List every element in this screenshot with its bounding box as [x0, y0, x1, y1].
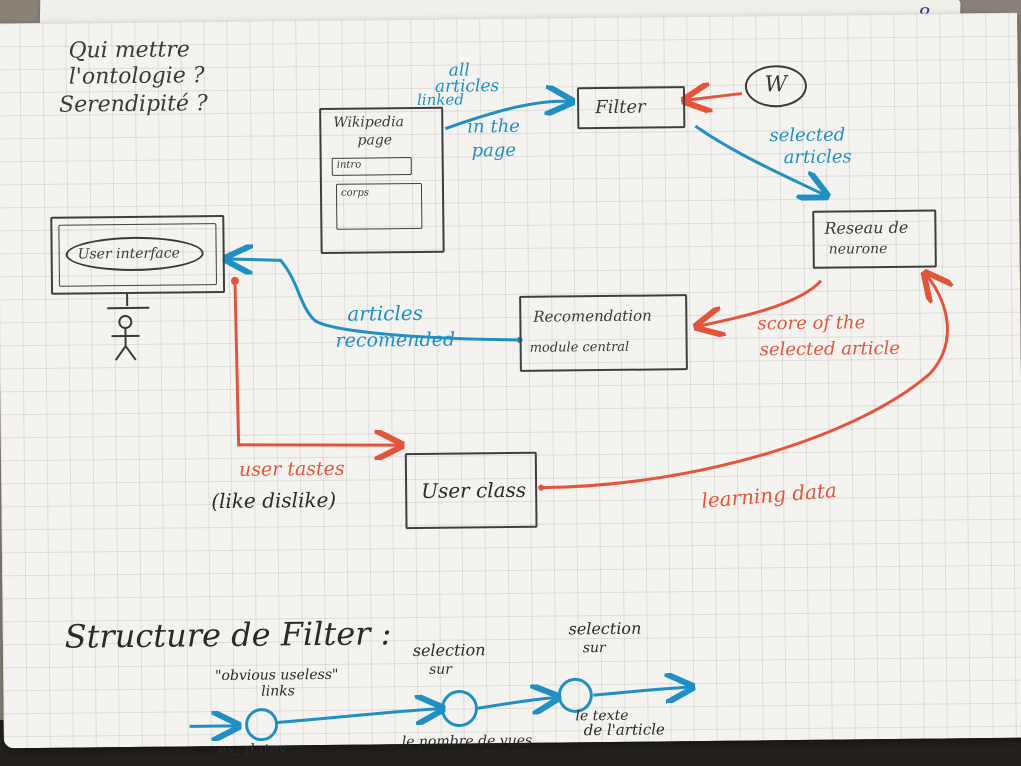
recommendation-module-box: Recomendation module central	[519, 294, 688, 372]
label-score-2: selected article	[759, 337, 901, 361]
wiki-corps-label: corps	[340, 187, 370, 199]
label-like-dislike: (like dislike)	[211, 487, 337, 514]
arrow-reseau-to-recommendation	[699, 279, 823, 326]
label-ex-dates: ex: dates	[217, 740, 287, 760]
wiki-title-2: page	[357, 132, 393, 149]
label-sur-2: sur	[582, 640, 606, 657]
label-page: page	[471, 139, 517, 162]
pipeline-node-1	[245, 708, 279, 742]
wikipedia-page-box: Wikipedia page intro corps	[319, 106, 445, 254]
arrow-learning-data	[541, 275, 949, 490]
label-selected: selected	[769, 124, 846, 147]
wiki-title-1: Wikipedia	[333, 114, 404, 131]
stick-figure-user	[111, 315, 140, 361]
filter-box: Filter	[576, 86, 686, 130]
pipeline-node-3	[557, 677, 593, 713]
label-recomended: recomended	[335, 328, 456, 352]
label-selected-articles: articles	[783, 146, 852, 169]
arrow-wiki-to-filter	[444, 101, 569, 131]
pipeline-node-2	[440, 690, 478, 728]
user-interface-label: User interface	[77, 245, 180, 263]
user-class-box: User class	[404, 451, 538, 530]
note-line-2: l'ontologie ?	[68, 63, 205, 90]
diagram-arrows	[107, 13, 1021, 749]
wiki-intro-section: intro	[331, 157, 412, 176]
label-nombre-vues: le nombre de vues	[401, 732, 533, 751]
recommendation-line-1: Recomendation	[533, 306, 652, 326]
monitor-screen: User interface	[58, 223, 217, 287]
note-line-1: Qui mettre	[68, 37, 190, 64]
label-user-tastes: user tastes	[238, 457, 345, 481]
label-score-1: score of the	[757, 312, 866, 335]
pipeline-arrow-4	[593, 687, 689, 695]
pipeline-arrow-3	[477, 698, 555, 709]
label-selection-1: selection	[412, 640, 486, 661]
label-de-l-article: de l'article	[583, 720, 665, 740]
label-linked: linked	[416, 90, 464, 109]
arrow-ui-to-user-class	[233, 280, 399, 447]
label-sur-1: sur	[428, 661, 453, 678]
reseau-line-2: neurone	[828, 241, 888, 258]
arrow-filter-to-reseau	[694, 124, 824, 196]
recommendation-line-2: module central	[529, 339, 630, 356]
label-obvious-useless: "obvious useless"	[214, 666, 339, 685]
reseau-line-1: Reseau de	[824, 217, 909, 238]
user-interface-oval: User interface	[65, 236, 204, 272]
filter-structure-title: Structure de Filter :	[64, 614, 392, 656]
arrow-logo-to-filter	[687, 94, 743, 101]
wiki-intro-label: intro	[336, 159, 362, 171]
label-links: links	[261, 683, 295, 700]
neural-network-box: Reseau de neurone	[812, 209, 937, 269]
label-in-the: in the	[467, 115, 521, 138]
label-selection-2: selection	[568, 618, 642, 639]
monitor-frame: User interface	[50, 214, 226, 295]
monitor-stand	[107, 293, 150, 310]
notebook-page: Qui mettre l'ontologie ? Serendipité ? W…	[0, 12, 1021, 759]
arrow-recommendation-to-ui	[229, 256, 520, 342]
label-articles-rec: articles	[347, 300, 424, 326]
user-class-label: User class	[421, 477, 527, 503]
filter-label: Filter	[595, 96, 646, 119]
wiki-corps-section: corps	[335, 182, 423, 230]
pipeline-arrow-2	[277, 709, 439, 723]
note-line-3: Serendipité ?	[58, 91, 208, 118]
